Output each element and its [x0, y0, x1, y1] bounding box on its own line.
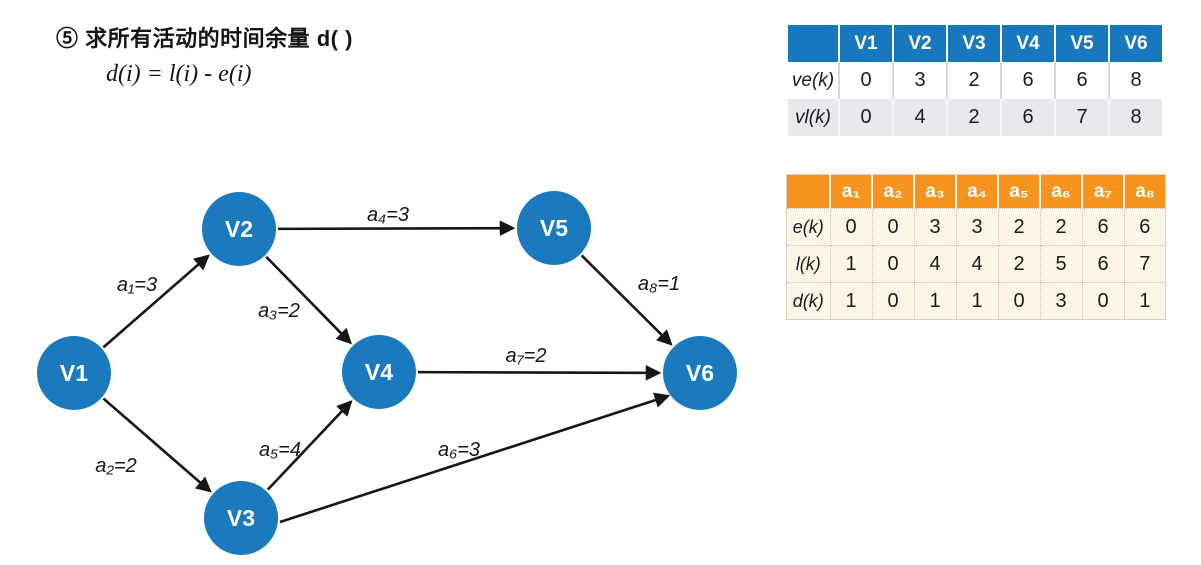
graph-edge-a7: [417, 365, 662, 381]
column-header-a₅: a₅: [998, 174, 1041, 209]
column-header-V6: V6: [1109, 25, 1162, 62]
table-cell: 2: [947, 62, 1002, 99]
column-header-a₇: a₇: [1082, 174, 1125, 209]
table-cell: 7: [1123, 245, 1166, 283]
table-cell: 6: [1001, 99, 1056, 136]
table-cell: 6: [1123, 208, 1166, 246]
table-cell: 6: [1081, 208, 1125, 246]
graph-edge-a8: [580, 254, 673, 346]
graph-node-V5: [517, 191, 591, 265]
graph-node-V4: [342, 335, 416, 409]
table-cell: 2: [997, 245, 1041, 283]
node-label-V2: V2: [225, 216, 253, 242]
table-cell: 8: [1109, 99, 1162, 136]
node-label-V3: V3: [227, 505, 255, 531]
column-header-V3: V3: [947, 25, 1002, 62]
edge-weight-label-a8: a₈=1: [638, 273, 680, 295]
column-header-V5: V5: [1055, 25, 1110, 62]
edge-weight-label-a1: a₁=3: [117, 274, 157, 296]
graph-edge-a1: [102, 254, 210, 349]
graph-node-V6: [663, 336, 737, 410]
graph-edge-a5: [266, 400, 353, 491]
row-label-vl(k): vl(k): [788, 99, 840, 136]
table-cell: 4: [955, 245, 999, 283]
row-label-e(k): e(k): [786, 208, 831, 246]
row-label-d(k): d(k): [786, 282, 831, 320]
edge-weight-label-a7: a₇=2: [506, 345, 547, 367]
graph-node-V1: [37, 336, 111, 410]
table-cell: 8: [1109, 62, 1162, 99]
table-cell: 6: [1081, 245, 1125, 283]
graph-node-V3: [204, 481, 278, 555]
table-cell: 0: [839, 99, 894, 136]
table-cell: 2: [997, 208, 1041, 246]
edge-weight-label-a2: a₂=2: [95, 455, 137, 477]
node-label-V5: V5: [540, 215, 568, 241]
table-cell: 4: [913, 245, 957, 283]
table-cell: 4: [893, 99, 948, 136]
table-cell: 0: [839, 62, 894, 99]
table-cell: 1: [829, 245, 873, 283]
edge-weight-label-a6: a₆=3: [438, 439, 480, 461]
column-header-a₃: a₃: [914, 174, 957, 209]
table-cell: 0: [871, 245, 915, 283]
corner-cell: [788, 25, 840, 62]
row-label-l(k): l(k): [786, 245, 831, 283]
node-label-V1: V1: [60, 360, 88, 386]
graph-node-V2: [202, 192, 276, 266]
table-cell: 1: [1123, 282, 1166, 320]
column-header-a₆: a₆: [1040, 174, 1083, 209]
node-label-V4: V4: [365, 359, 393, 385]
table-cell: 1: [829, 282, 873, 320]
node-label-V6: V6: [686, 360, 714, 386]
column-header-a₂: a₂: [872, 174, 915, 209]
table-cell: 1: [913, 282, 957, 320]
column-header-V2: V2: [893, 25, 948, 62]
column-header-V4: V4: [1001, 25, 1056, 62]
row-label-ve(k): ve(k): [788, 62, 840, 99]
table-cell: 3: [893, 62, 948, 99]
graph-edge-a6: [279, 392, 671, 524]
table-cell: 2: [1039, 208, 1083, 246]
graph-edge-a2: [102, 397, 212, 493]
page-title: ⑤ 求所有活动的时间余量 d( ): [56, 26, 353, 51]
column-header-V1: V1: [839, 25, 894, 62]
table-cell: 0: [871, 282, 915, 320]
column-header-a₈: a₈: [1124, 174, 1166, 209]
table-cell: 0: [997, 282, 1041, 320]
graph-edge-a3: [265, 255, 352, 345]
table-cell: 2: [947, 99, 1002, 136]
table-cell: 3: [955, 208, 999, 246]
table-cell: 0: [1081, 282, 1125, 320]
table-cell: 7: [1055, 99, 1110, 136]
edge-weight-label-a4: a₄=3: [367, 204, 409, 226]
table-cell: 5: [1039, 245, 1083, 283]
slack-formula: d(i) = l(i) - e(i): [106, 61, 252, 87]
table-cell: 6: [1001, 62, 1056, 99]
graph-edge-a4: [277, 220, 516, 236]
table-cell: 6: [1055, 62, 1110, 99]
corner-cell: [786, 174, 831, 209]
column-header-a₁: a₁: [830, 174, 873, 209]
table-cell: 3: [913, 208, 957, 246]
table-cell: 3: [1039, 282, 1083, 320]
table-cell: 1: [955, 282, 999, 320]
table-cell: 0: [871, 208, 915, 246]
table-cell: 0: [829, 208, 873, 246]
edge-weight-label-a3: a₃=2: [258, 300, 300, 322]
edge-weight-label-a5: a₅=4: [259, 439, 301, 461]
column-header-a₄: a₄: [956, 174, 999, 209]
